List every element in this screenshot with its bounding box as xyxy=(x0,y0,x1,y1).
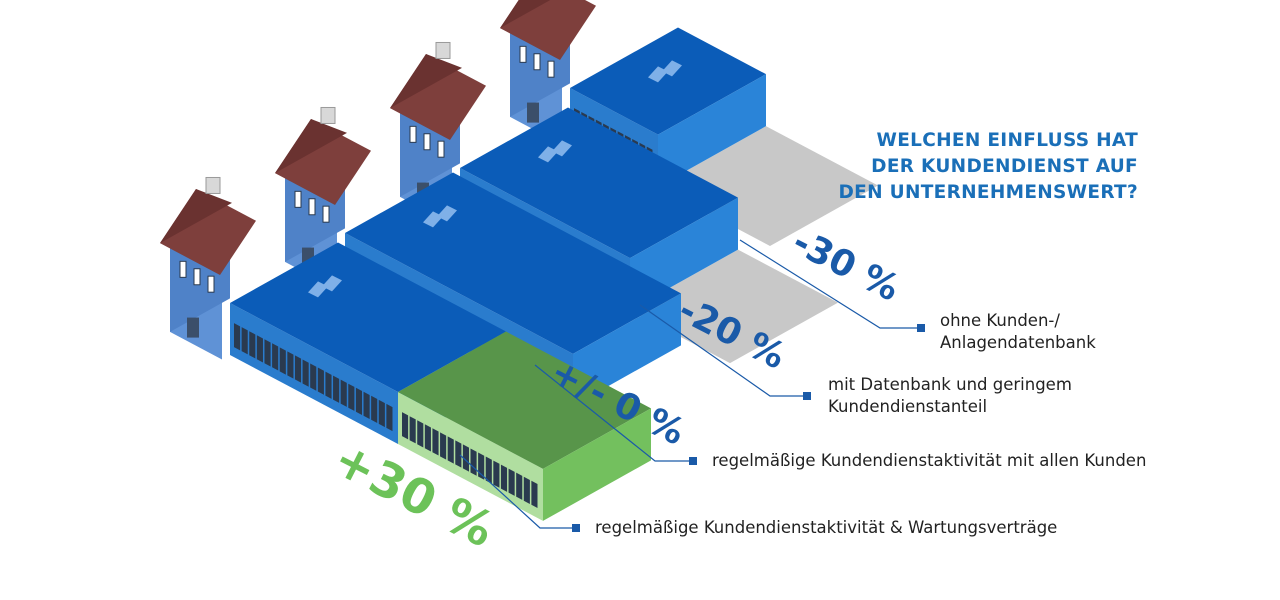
building-4-extension-window xyxy=(462,444,469,472)
scenario-4-leader-line xyxy=(459,454,575,529)
building-4-office-door xyxy=(187,317,199,338)
building-4-skylight xyxy=(308,281,328,298)
scenario-3-bullet xyxy=(689,457,697,465)
building-4-hall-window-band xyxy=(234,323,393,432)
building-1-hall-side-wall xyxy=(658,74,766,187)
building-4-extension-window xyxy=(508,468,515,496)
building-4-extension-window xyxy=(432,428,439,456)
headline-line-1: WELCHEN EINFLUSS HAT xyxy=(876,130,1138,151)
building-4-extension-window xyxy=(409,416,416,444)
building-1-ground-shadow xyxy=(658,126,878,246)
building-2-office-window xyxy=(437,140,445,158)
building-4-extension-window xyxy=(516,472,523,500)
building-1-hall-roof xyxy=(570,27,766,135)
building-4-hall-roof xyxy=(230,242,506,393)
building-4 xyxy=(160,176,651,521)
building-1-office-window xyxy=(547,60,555,78)
building-4-extension-window xyxy=(500,464,508,492)
building-4-hall-window xyxy=(310,363,317,391)
building-4-hall-window xyxy=(355,387,363,415)
building-4-chimney xyxy=(205,176,221,194)
scenario-4-bullet xyxy=(572,524,580,532)
building-2-office-window xyxy=(409,125,417,143)
scenario-3-description: regelmäßige Kundendienstaktivität mit al… xyxy=(712,450,1146,472)
building-4-extension-window xyxy=(447,436,454,464)
building-4-hall-window xyxy=(340,379,347,407)
building-3-hall-side-wall xyxy=(573,293,681,406)
scenario-2-bullet xyxy=(803,392,811,400)
building-4-extension-window-band xyxy=(402,412,538,508)
scenario-3-description-line-1: regelmäßige Kundendienstaktivität mit al… xyxy=(712,451,1147,470)
scenario-2-leader-line xyxy=(639,304,806,397)
building-4-hall-window xyxy=(386,403,393,432)
scenario-2-description-line-2: Kundendienstanteil xyxy=(828,397,988,416)
building-4-extension-window xyxy=(424,424,431,452)
building-3-skylight xyxy=(423,211,443,228)
building-3-office-gable xyxy=(275,119,347,174)
building-4-extension-window xyxy=(402,412,409,440)
building-4-hall-window xyxy=(317,367,324,395)
building-4-office-window xyxy=(193,268,201,286)
building-4-extension-window xyxy=(531,480,538,508)
scenario-4-description: regelmäßige Kundendienstaktivität & Wart… xyxy=(595,517,1057,539)
scenario-2-description: mit Datenbank und geringem Kundendiensta… xyxy=(828,374,1072,418)
headline: WELCHEN EINFLUSS HAT DER KUNDENDIENST AU… xyxy=(839,128,1139,206)
building-2-skylight xyxy=(538,146,558,163)
building-3-chimney xyxy=(320,106,336,124)
building-4-hall-window xyxy=(249,331,256,359)
building-4-extension-window xyxy=(523,476,530,504)
building-1-office-roof xyxy=(500,0,596,60)
headline-line-2: DER KUNDENDIENST AUF xyxy=(871,156,1138,177)
building-1-office-window xyxy=(533,53,541,71)
building-3-office-window xyxy=(294,190,302,208)
building-4-extension-window xyxy=(493,460,500,488)
building-4-hall-window xyxy=(272,343,279,371)
building-4-hall-window xyxy=(256,335,263,363)
scenario-1-description: ohne Kunden-/ Anlagendatenbank xyxy=(940,310,1096,354)
scenario-2-description-line-1: mit Datenbank und geringem xyxy=(828,375,1072,394)
building-4-extension-window xyxy=(485,456,492,484)
scenario-4-description-line-1: regelmäßige Kundendienstaktivität & Wart… xyxy=(595,518,1058,537)
building-4-hall-window xyxy=(325,371,332,399)
building-4-hall-window xyxy=(348,383,355,411)
building-4-hall-window xyxy=(378,399,385,428)
building-4-hall-window xyxy=(287,351,294,379)
building-4-extension-window xyxy=(417,420,424,448)
scenario-1-leader-line xyxy=(739,239,920,329)
building-2-chimney xyxy=(435,41,451,59)
building-4-hall-window xyxy=(371,395,378,424)
scenario-1-description-line-1: ohne Kunden-/ xyxy=(940,311,1060,330)
building-4-extension-window xyxy=(440,432,447,460)
building-4-hall-window xyxy=(302,359,309,387)
building-4-office-window xyxy=(207,275,215,293)
scenario-1-bullet xyxy=(917,324,925,332)
building-1-office-window xyxy=(519,45,527,63)
building-4-office-gable xyxy=(160,189,232,244)
building-3-office-window xyxy=(322,205,330,223)
headline-line-3: DEN UNTERNEHMENSWERT? xyxy=(838,182,1138,203)
building-2-office-gable xyxy=(390,54,462,109)
building-1-skylight xyxy=(648,66,668,83)
building-4-extension-roof xyxy=(398,331,651,469)
building-2-hall-roof xyxy=(460,107,738,259)
building-4-hall-window xyxy=(333,375,340,403)
building-4-office-window xyxy=(179,260,187,278)
building-4-hall-window xyxy=(294,355,302,383)
building-4-hall-window xyxy=(241,327,248,355)
building-4-hall-window xyxy=(363,391,370,420)
building-4-extension-window xyxy=(455,440,462,468)
building-3-office-window xyxy=(308,198,316,216)
building-2-office-window xyxy=(423,133,431,151)
building-4-hall-window xyxy=(264,339,271,367)
building-1-office-gable xyxy=(500,0,551,29)
scenario-1-description-line-2: Anlagendatenbank xyxy=(940,333,1096,352)
building-4-hall-window xyxy=(279,347,286,375)
building-4-extension-window xyxy=(470,448,477,476)
building-1-office-door xyxy=(527,102,539,123)
building-4-hall-window xyxy=(234,323,241,351)
scenario-3-leader-line xyxy=(534,364,692,462)
